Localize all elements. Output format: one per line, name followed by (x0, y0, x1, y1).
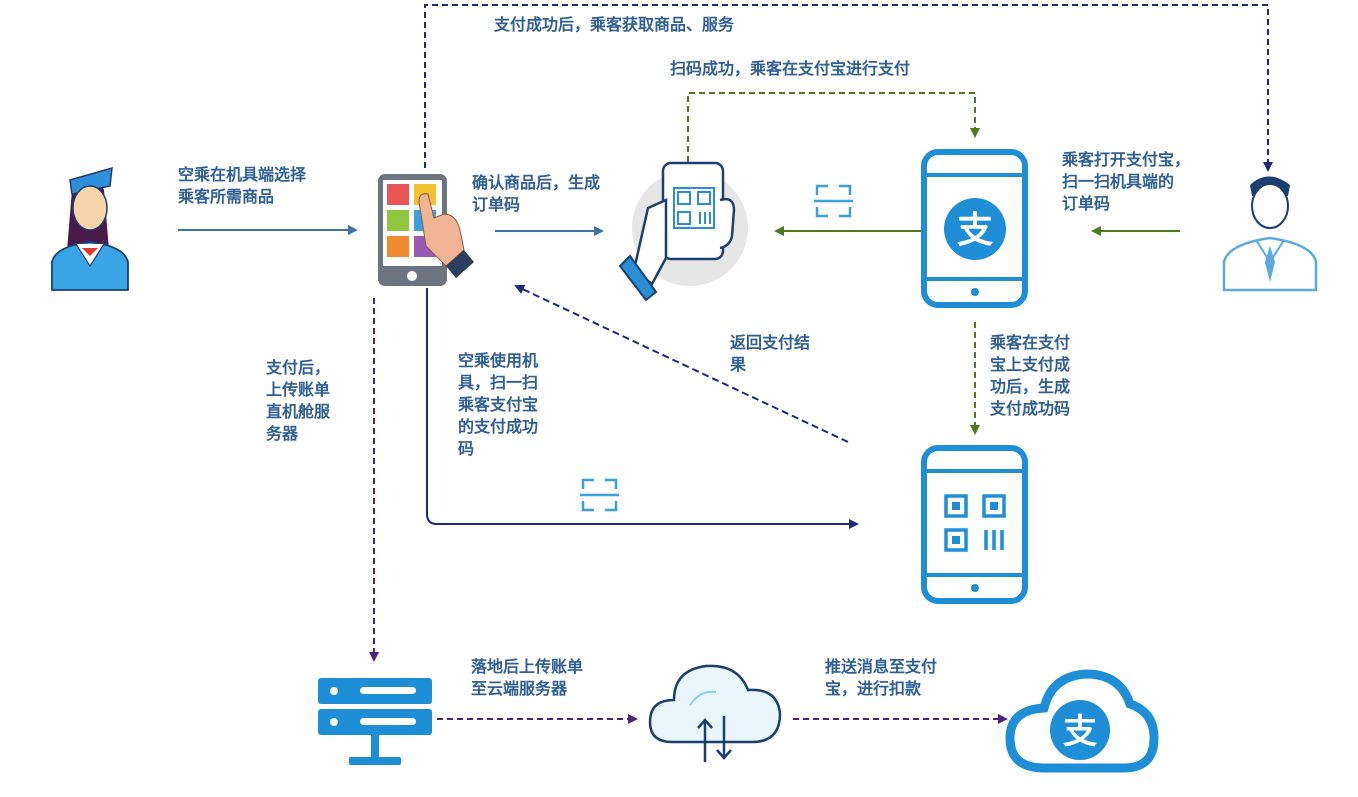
label-confirm-order: 确认商品后，生成 订单码 (472, 173, 601, 214)
label-land-upload: 落地后上传账单 至云端服务器 (471, 657, 584, 698)
cabin-server-icon (318, 678, 432, 765)
label-push-alipay: 推送消息至支付 宝，进行扣款 (825, 657, 938, 698)
label-top-flow: 支付成功后，乘客获取商品、服务 (494, 15, 735, 34)
arrow-crew-scan (426, 288, 859, 529)
pos-device-icon (378, 174, 474, 286)
scan-frame-icon-lower (580, 478, 619, 512)
label-return-result: 返回支付结 果 (730, 333, 811, 374)
label-crew-select: 空乘在机具端选择 乘客所需商品 (178, 165, 307, 206)
alipay-glyph-phone: 支 (957, 210, 993, 251)
cloud-server-icon (648, 664, 782, 762)
label-passenger-open: 乘客打开支付宝， 扫一扫机具端的 订单码 (1062, 150, 1191, 213)
flight-attendant-icon (51, 166, 129, 291)
passenger-icon (1222, 176, 1318, 292)
alipay-phone-icon (921, 149, 1028, 308)
label-scan-success: 扫码成功，乘客在支付宝进行支付 (670, 59, 911, 78)
label-upload-cabin: 支付后， 上传账单 直机舱服 务器 (266, 358, 331, 443)
arrow-top-return-flow (424, 4, 1273, 172)
arrow-scan-success (687, 92, 980, 162)
alipay-glyph-cloud: 支 (1063, 712, 1097, 752)
label-crew-scan: 空乘使用机 具，扫一扫 乘客支付宝 的支付成功 码 (458, 351, 539, 458)
label-pay-success-code: 乘客在支付 宝上支付成 功后，生成 支付成功码 (990, 333, 1071, 418)
arrow-return-result (514, 284, 849, 443)
success-code-phone-icon (921, 445, 1028, 604)
alipay-cloud-icon (1005, 669, 1159, 773)
scan-frame-icon-upper (814, 184, 853, 218)
hand-phone-qr-icon (618, 161, 748, 302)
